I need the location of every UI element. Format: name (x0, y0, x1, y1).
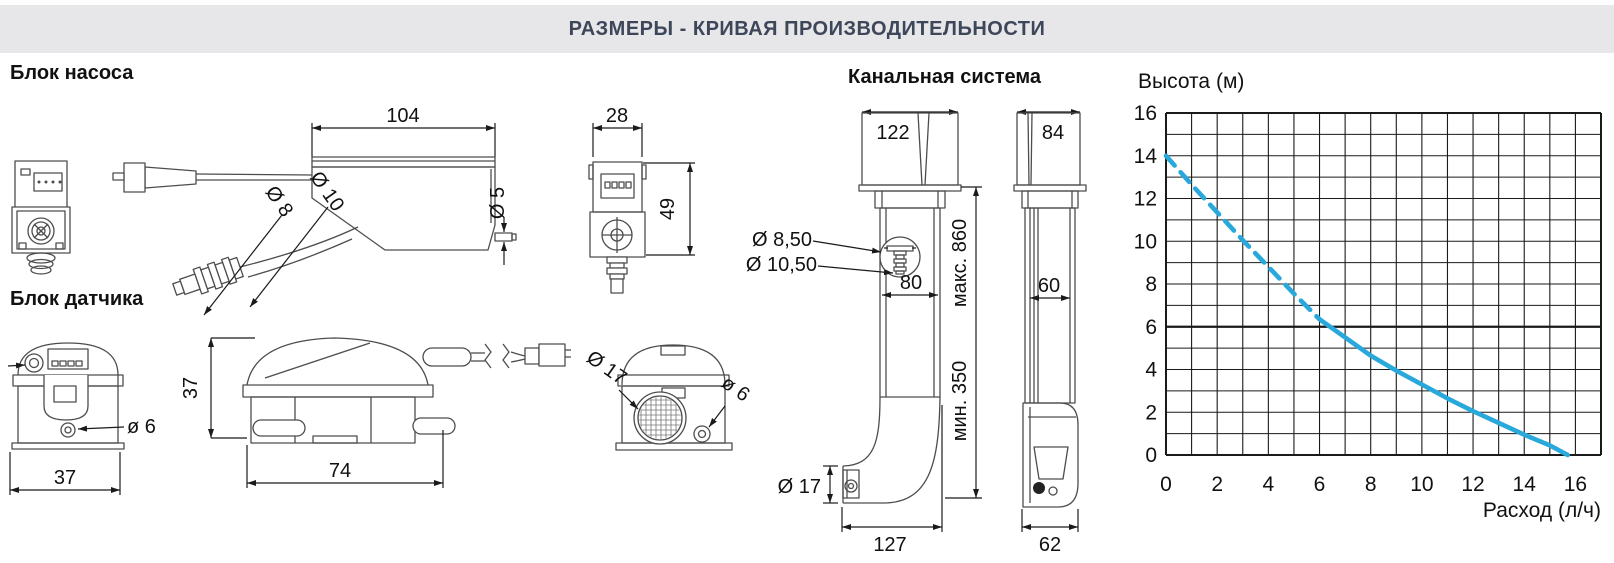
duct-bottom-width-dim: 127 (873, 534, 906, 556)
y-tick-label: 6 (1145, 316, 1157, 339)
duct-height-max-dim: макс. 860 (949, 219, 971, 307)
y-tick-label: 14 (1134, 145, 1158, 168)
duct2-top-width-dim: 84 (1042, 122, 1064, 144)
pump-section-title: Блок насоса (10, 62, 134, 84)
duct-hole-small-dim: Ø 8,50 (752, 229, 812, 251)
duct2-bottom-width-dim: 62 (1039, 534, 1061, 556)
x-tick-label: 8 (1365, 473, 1377, 496)
y-tick-label: 2 (1145, 401, 1157, 424)
y-tick-label: 8 (1145, 273, 1157, 296)
performance-curve-dashed (1163, 153, 1322, 322)
sensor-front-width-dim: 37 (54, 467, 76, 489)
sensor-front-hole-dim: ø 6 (127, 416, 156, 438)
duct-mid-width-dim: 80 (900, 272, 922, 294)
x-tick-label: 10 (1410, 473, 1433, 496)
x-tick-label: 6 (1314, 473, 1326, 496)
duct-top-width-dim: 122 (876, 122, 909, 144)
y-tick-label: 16 (1134, 102, 1157, 125)
outlet-dia-dim: Ø 5 (487, 187, 509, 219)
x-tick-label: 14 (1513, 473, 1537, 496)
duct-straight-drawing: 84 60 62 (1013, 109, 1087, 556)
pump-side-view-drawing: 104 Ø 10 Ø 8 Ø 5 (112, 105, 517, 316)
x-tick-label: 12 (1461, 473, 1484, 496)
sensor-side-width-dim: 74 (329, 460, 351, 482)
y-tick-label: 12 (1134, 188, 1157, 211)
x-tick-label: 16 (1564, 473, 1587, 496)
y-tick-label: 10 (1134, 230, 1157, 253)
duct-height-min-dim: мин. 350 (949, 361, 971, 441)
sensor-rear-view-drawing: Ø 17 ø 6 (582, 344, 754, 451)
pump-end-view-drawing: 28 49 (588, 105, 695, 294)
y-tick-label: 4 (1145, 359, 1157, 382)
page-header: РАЗМЕРЫ - КРИВАЯ ПРОИЗВОДИТЕЛЬНОСТИ (0, 5, 1614, 53)
performance-chart: 0 2 4 6 8 10 12 14 16 0 2 4 6 8 10 12 14 16 Высота (м) Расх… (1134, 70, 1602, 522)
sensor-side-height-dim: 37 (180, 377, 202, 399)
y-tick-label: 0 (1145, 444, 1157, 467)
hose-inner-dia-dim: Ø 8 (261, 182, 298, 221)
chart-title: Высота (м) (1138, 70, 1244, 93)
pump-front-view-drawing (11, 160, 71, 275)
pump-end-height-dim: 49 (657, 198, 679, 220)
sensor-front-view-drawing: ø 6 37 (7, 342, 156, 495)
duct-hole-large-dim: Ø 10,50 (746, 254, 817, 276)
sensor-section-title: Блок датчика (10, 288, 144, 310)
duct-elbow-drawing: 122 Ø 8,50 Ø 10,50 80 макс. 860 мин. 350 (746, 109, 982, 556)
x-tick-label: 4 (1263, 473, 1275, 496)
x-tick-label: 2 (1211, 473, 1223, 496)
pump-end-width-dim: 28 (606, 105, 628, 127)
x-axis-label: Расход (л/ч) (1483, 499, 1601, 522)
duct2-mid-width-dim: 60 (1038, 275, 1060, 297)
sensor-side-view-drawing: 37 74 (180, 337, 571, 488)
pump-width-dim: 104 (386, 105, 419, 127)
duct-section-title: Канальная система (848, 66, 1042, 88)
performance-curve-solid (1317, 317, 1570, 458)
x-tick-label: 0 (1160, 473, 1172, 496)
duct-outlet-dia-dim: Ø 17 (778, 476, 821, 498)
sensor-grille-dia-dim: Ø 17 (582, 347, 630, 390)
page-title: РАЗМЕРЫ - КРИВАЯ ПРОИЗВОДИТЕЛЬНОСТИ (568, 17, 1046, 40)
